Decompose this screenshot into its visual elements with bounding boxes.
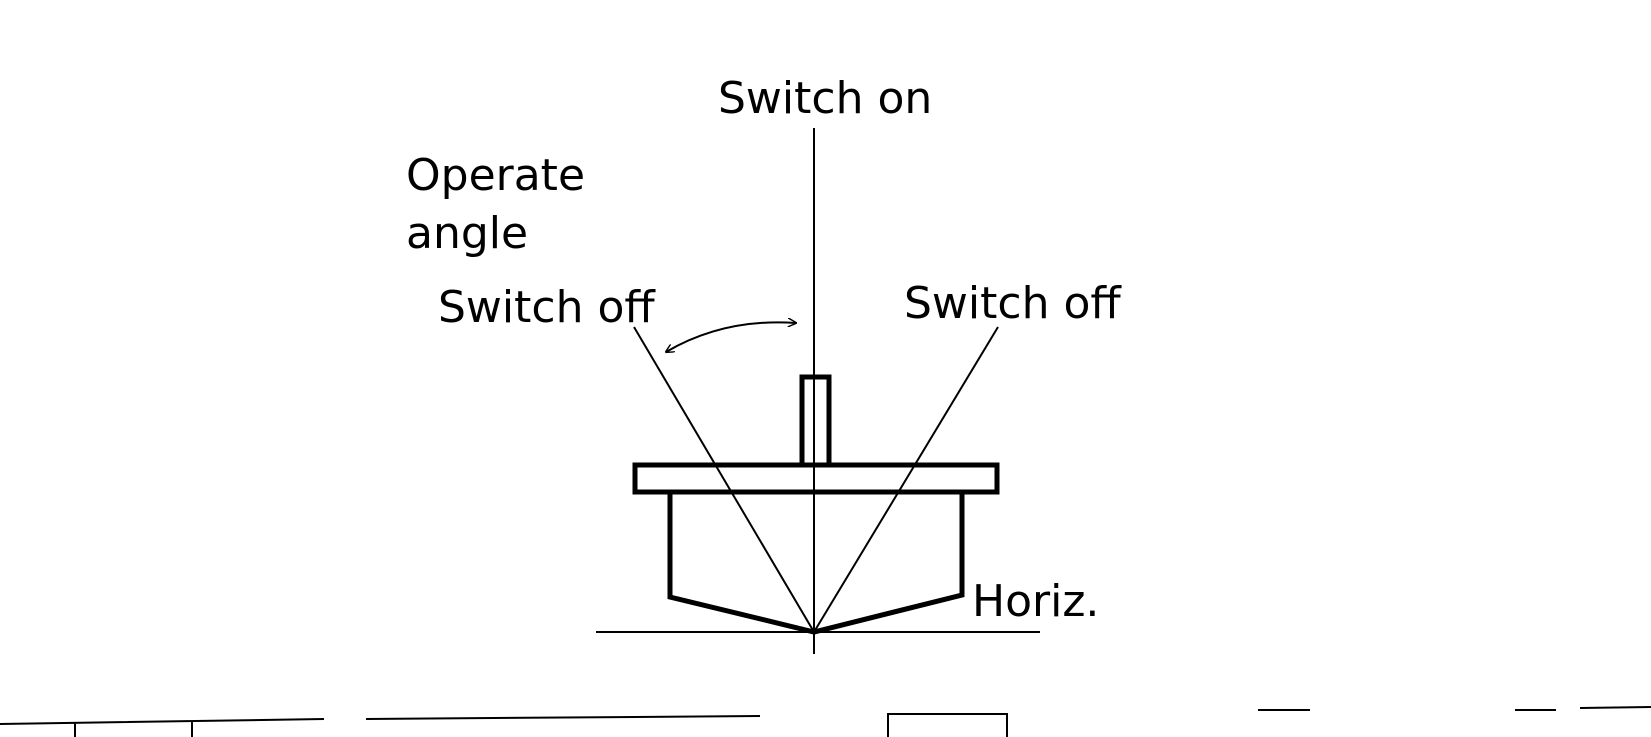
switch-off-right-line xyxy=(813,326,999,633)
bottom-fragment-mid-box xyxy=(887,713,1008,737)
switch-flange xyxy=(632,462,1000,495)
bottom-fragment-line-d xyxy=(1579,706,1651,709)
switch-lever xyxy=(799,374,832,468)
bottom-edge-fragments xyxy=(0,706,1651,737)
switch-off-left-label: Switch off xyxy=(438,282,656,333)
horiz-label: Horiz. xyxy=(972,576,1099,627)
switch-body-outline xyxy=(667,492,965,635)
switch-off-right-label: Switch off xyxy=(904,278,1122,329)
bottom-fragment-line-a xyxy=(365,715,761,720)
switch-on-label: Switch on xyxy=(718,73,932,124)
switch-off-left-line xyxy=(633,326,815,633)
operate-angle-arrow xyxy=(666,322,796,352)
operate-angle-label-line2: angle xyxy=(406,208,528,259)
operate-angle-label-line1: Operate xyxy=(406,150,585,201)
bottom-fragment-left-box xyxy=(0,718,325,737)
